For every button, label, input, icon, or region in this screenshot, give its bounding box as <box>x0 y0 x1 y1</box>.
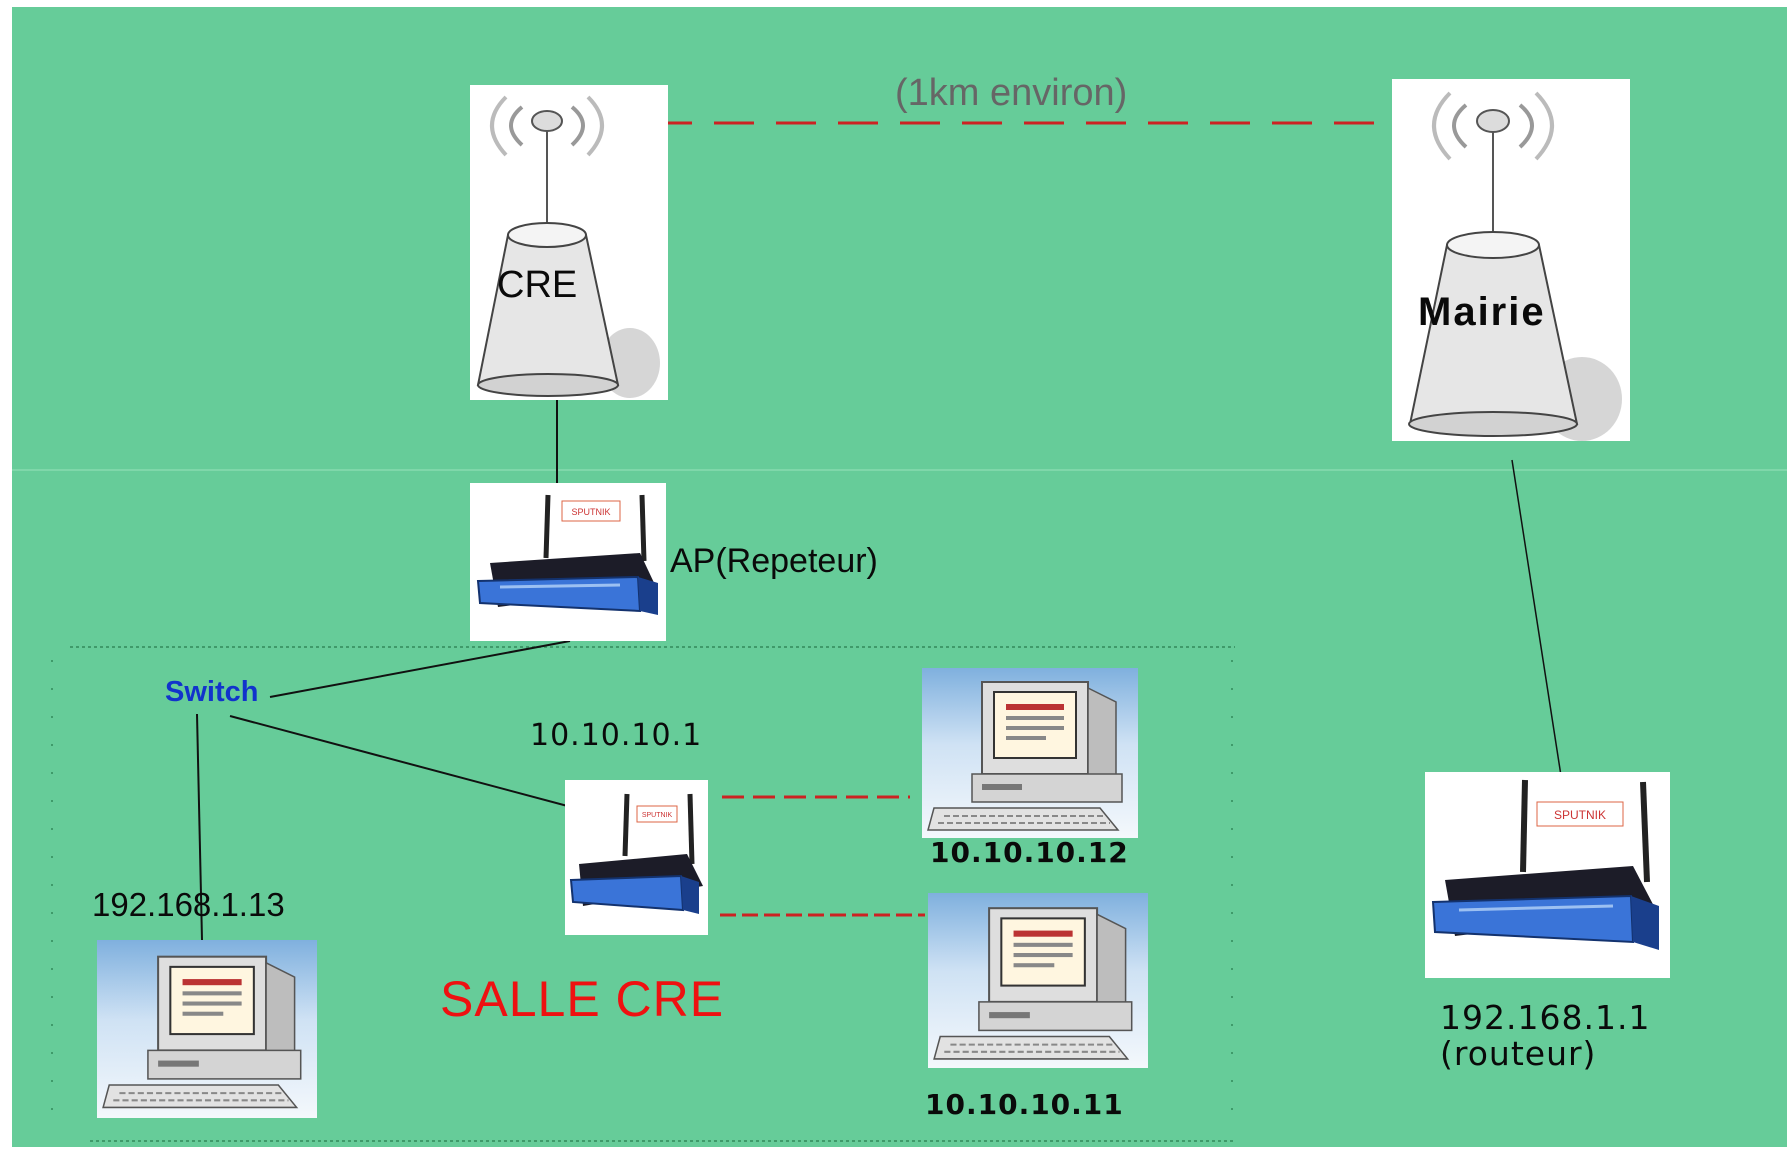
tower-label-mairie: Mairie <box>1418 290 1546 334</box>
computer-pc-b <box>928 893 1148 1068</box>
wifi-router-icon: SPUTNIK <box>569 793 703 914</box>
pc-switch-ip: 192.168.1.13 <box>92 886 285 923</box>
svg-text:SPUTNIK: SPUTNIK <box>571 507 610 517</box>
main-router-role: (routeur) <box>1440 1034 1597 1073</box>
ap-repeater-label: AP(Repeteur) <box>670 542 878 580</box>
router-ap-repeater: SPUTNIK <box>470 483 666 641</box>
computer-pc-a <box>922 668 1138 838</box>
desktop-computer-icon <box>933 907 1133 1060</box>
distance-label: (1km environ) <box>895 72 1128 114</box>
antenna-tower-icon <box>476 95 660 398</box>
cre-router-ip: 10.10.10.1 <box>530 718 703 753</box>
desktop-computer-icon <box>927 681 1123 831</box>
main-router-ip: 192.168.1.1 <box>1440 998 1651 1037</box>
router-main: SPUTNIK <box>1425 772 1670 978</box>
wifi-router-icon: SPUTNIK <box>1431 779 1659 950</box>
room-label: SALLE CRE <box>440 971 725 1027</box>
tower-mairie <box>1392 79 1630 441</box>
antenna-tower-icon <box>1408 91 1622 441</box>
computer-pc-switch <box>97 940 317 1118</box>
switch-label: Switch <box>165 676 259 708</box>
svg-text:SPUTNIK: SPUTNIK <box>1554 808 1606 822</box>
router-cre-room: SPUTNIK <box>565 780 708 935</box>
pc-a-ip: 10.10.10.12 <box>930 836 1129 869</box>
wifi-router-icon: SPUTNIK <box>476 494 658 615</box>
svg-text:SPUTNIK: SPUTNIK <box>642 812 673 819</box>
pc-b-ip: 10.10.10.11 <box>925 1088 1124 1121</box>
desktop-computer-icon <box>102 955 302 1109</box>
tower-cre <box>470 85 668 400</box>
tower-label-cre: CRE <box>497 264 578 306</box>
